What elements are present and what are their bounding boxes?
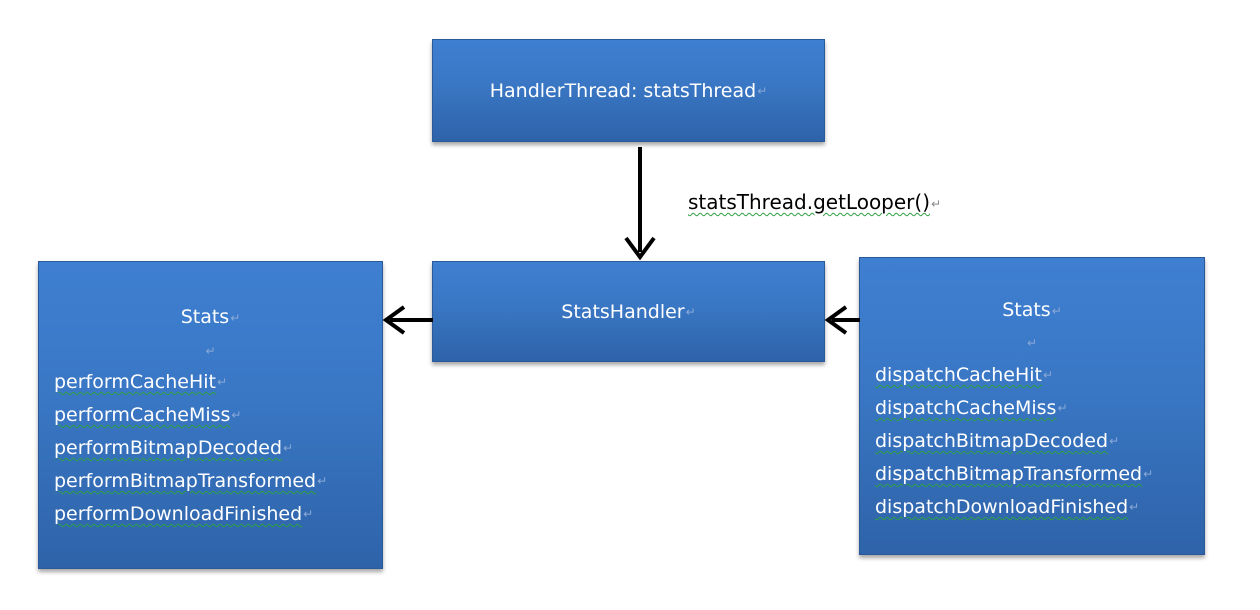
- method-label: dispatchDownloadFinished: [875, 496, 1129, 518]
- handler-thread-label: HandlerThread: statsThread: [489, 79, 757, 102]
- paragraph-mark-icon: ↵: [283, 441, 294, 455]
- stats-right-method-list: dispatchCacheHit↵dispatchCacheMiss↵dispa…: [875, 359, 1153, 524]
- method-label: dispatchCacheMiss: [875, 397, 1057, 419]
- paragraph-mark-icon: ↵: [931, 196, 942, 211]
- method-item: performBitmapTransformed↵: [54, 465, 327, 498]
- stats-right-node: Stats↵ ↵ dispatchCacheHit↵dispatchCacheM…: [859, 257, 1205, 555]
- handler-thread-node: HandlerThread: statsThread↵: [432, 39, 825, 142]
- stats-handler-label: StatsHandler: [561, 300, 685, 323]
- method-label: performCacheMiss: [54, 404, 231, 426]
- method-item: performCacheMiss↵: [54, 399, 327, 432]
- blank-paragraph-mark-icon: ↵: [205, 344, 216, 358]
- method-label: performCacheHit: [54, 371, 216, 393]
- method-item: dispatchDownloadFinished↵: [875, 491, 1153, 524]
- edge-label-get-looper: statsThread.getLooper()↵: [688, 190, 941, 214]
- stats-left-title: Stats: [180, 306, 230, 328]
- paragraph-mark-icon: ↵: [317, 474, 328, 488]
- stats-handler-node: StatsHandler↵: [432, 261, 825, 362]
- paragraph-mark-icon: ↵: [1143, 467, 1154, 481]
- method-label: dispatchBitmapTransformed: [875, 463, 1143, 485]
- paragraph-mark-icon: ↵: [1057, 401, 1068, 415]
- paragraph-mark-icon: ↵: [231, 408, 242, 422]
- paragraph-mark-icon: ↵: [230, 310, 241, 325]
- paragraph-mark-icon: ↵: [685, 304, 696, 319]
- paragraph-mark-icon: ↵: [1129, 500, 1140, 514]
- arrowhead-down-icon: [624, 236, 656, 261]
- paragraph-mark-icon: ↵: [1051, 303, 1062, 318]
- method-item: dispatchCacheHit↵: [875, 359, 1153, 392]
- method-label: performBitmapTransformed: [54, 470, 317, 492]
- arrowhead-left-icon: [382, 305, 406, 335]
- arrowhead-left-icon: [824, 305, 848, 335]
- paragraph-mark-icon: ↵: [303, 507, 314, 521]
- method-item: performCacheHit↵: [54, 366, 327, 399]
- paragraph-mark-icon: ↵: [757, 83, 768, 98]
- stats-right-title-row: Stats↵: [860, 299, 1204, 321]
- method-label: dispatchCacheHit: [875, 364, 1042, 386]
- stats-right-title: Stats: [1002, 299, 1051, 321]
- method-item: performDownloadFinished↵: [54, 498, 327, 531]
- stats-left-title-row: Stats↵: [39, 306, 382, 328]
- method-label: performBitmapDecoded: [54, 437, 283, 459]
- paragraph-mark-icon: ↵: [1109, 434, 1120, 448]
- paragraph-mark-icon: ↵: [216, 375, 228, 389]
- edge-label-text: statsThread.getLooper(): [688, 190, 931, 214]
- method-item: dispatchCacheMiss↵: [875, 392, 1153, 425]
- method-item: performBitmapDecoded↵: [54, 432, 327, 465]
- stats-left-node: Stats↵ ↵ performCacheHit↵performCacheMis…: [38, 261, 383, 569]
- paragraph-mark-icon: ↵: [1042, 368, 1054, 382]
- method-item: dispatchBitmapTransformed↵: [875, 458, 1153, 491]
- blank-paragraph-mark-icon: ↵: [1026, 336, 1038, 350]
- stats-left-method-list: performCacheHit↵performCacheMiss↵perform…: [54, 366, 327, 531]
- method-label: performDownloadFinished: [54, 503, 303, 525]
- method-label: dispatchBitmapDecoded: [875, 430, 1109, 452]
- method-item: dispatchBitmapDecoded↵: [875, 425, 1153, 458]
